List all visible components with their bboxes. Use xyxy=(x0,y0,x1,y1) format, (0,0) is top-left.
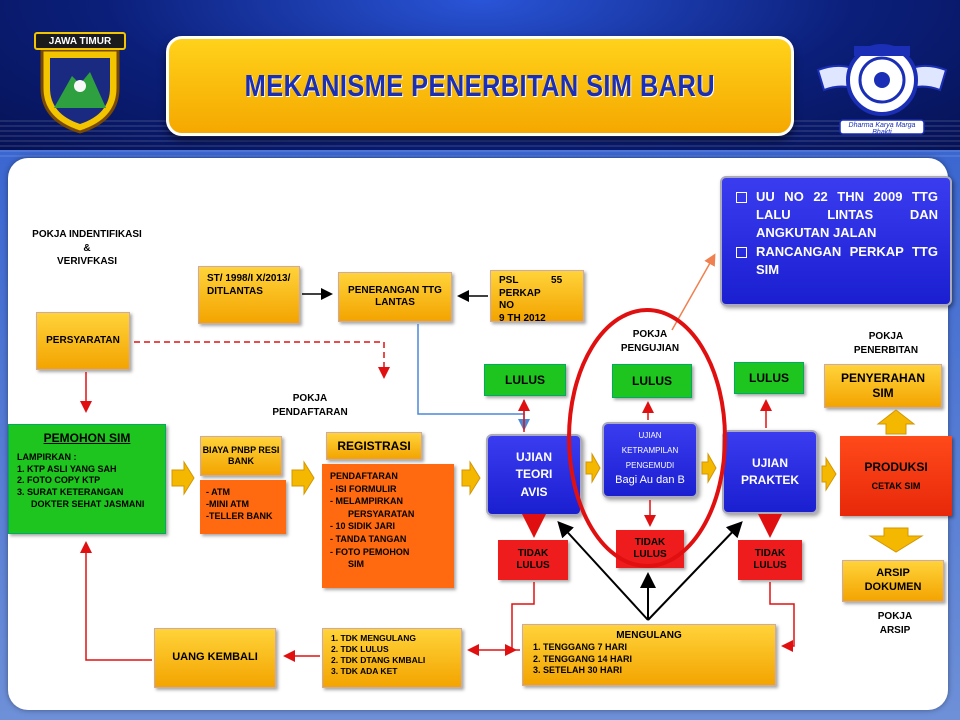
biaya-pnbp-text: BIAYA PNBP RESI BANK xyxy=(202,444,280,466)
lulus-praktek-box: LULUS xyxy=(734,362,804,394)
tdk-line-3: 2. TDK DTANG KMBALI xyxy=(331,655,426,666)
st-ditlantas-box: ST/ 1998/I X/2013/ DITLANTAS xyxy=(198,266,300,324)
penyerahan-sim-text: PENYERAHAN SIM xyxy=(840,371,925,400)
label-pokja-arsip-line2: ARSIP xyxy=(879,624,911,636)
tidak-lulus-ketrampilan-box: TIDAK LULUS xyxy=(616,530,684,568)
arsip-dokumen-box: ARSIP DOKUMEN xyxy=(842,560,944,602)
bank-line-2: -MINI ATM xyxy=(206,499,249,510)
pendaftaran-line-2: - ISI FORMULIR xyxy=(330,483,397,494)
tidak-lulus-praktek-box: TIDAK LULUS xyxy=(738,540,802,580)
mengulang-box: MENGULANG 1. TENGGANG 7 HARI 2. TENGGANG… xyxy=(522,624,776,686)
tidak-lulus-ketrampilan-text: TIDAK LULUS xyxy=(633,536,667,561)
mengulang-line-1: 1. TENGGANG 7 HARI xyxy=(533,642,628,652)
pendaftaran-line-4: PERSYARATAN xyxy=(348,508,415,519)
registrasi-text: REGISTRASI xyxy=(337,438,411,453)
pemohon-sim-box: PEMOHON SIM LAMPIRKAN : 1. KTP ASLI YANG… xyxy=(8,424,166,534)
tidak-lulus-praktek-text: TIDAK LULUS xyxy=(753,547,787,572)
label-pokja-pengujian-line2: PENGUJIAN xyxy=(620,342,680,354)
pemohon-line-4: 3. SURAT KETERANGAN xyxy=(17,487,124,498)
produksi-title: PRODUKSI xyxy=(864,460,928,474)
persyaratan-text: PERSYARATAN xyxy=(46,334,120,346)
pemohon-line-1: LAMPIRKAN : xyxy=(17,452,77,462)
uang-kembali-text: UANG KEMBALI xyxy=(172,651,258,664)
persyaratan-box: PERSYARATAN xyxy=(36,312,130,370)
lulus-ketrampilan-text: LULUS xyxy=(632,373,672,388)
tdk-line-1: 1. TDK MENGULANG xyxy=(331,633,416,643)
ujian-praktek-box: UJIAN PRAKTEK xyxy=(722,430,818,514)
polri-lantas-logo: Dharma Karya Marga Bhakti xyxy=(814,30,950,138)
legal-item-rancangan: RANCANGAN PERKAP TTG SIM xyxy=(734,243,938,279)
penerangan-box: PENERANGAN TTG LANTAS xyxy=(338,272,452,322)
pendaftaran-line-8: SIM xyxy=(348,559,365,570)
tidak-lulus-teori-text: TIDAK LULUS xyxy=(516,547,550,572)
lulus-teori-text: LULUS xyxy=(505,372,545,387)
registrasi-box: REGISTRASI xyxy=(326,432,422,460)
ujian-ketrampilan-small: UJIAN KETRAMPILAN PENGEMUDI xyxy=(621,431,679,471)
psl-box: PSL 55 PERKAP NO 9 TH 2012 xyxy=(490,270,584,324)
pendaftaran-line-5: - 10 SIDIK JARI xyxy=(330,521,396,532)
label-pokja-arsip-line1: POKJA xyxy=(877,611,913,622)
ujian-praktek-text: UJIAN PRAKTEK xyxy=(740,455,799,487)
psl-line2: PERKAP NO xyxy=(499,287,541,312)
pemohon-line-2: 1. KTP ASLI YANG SAH xyxy=(17,463,117,474)
page-title: MEKANISME PENERBITAN SIM BARU xyxy=(244,68,716,103)
arsip-dokumen-text: ARSIP DOKUMEN xyxy=(864,567,922,593)
biaya-pnbp-box: BIAYA PNBP RESI BANK xyxy=(200,436,282,476)
label-pokja-penerbitan: POKJA PENERBITAN xyxy=(836,330,936,357)
psl-line1: PSL 55 xyxy=(499,275,563,286)
pemohon-sim-title: PEMOHON SIM xyxy=(43,431,131,445)
legal-item-uu: UU NO 22 THN 2009 TTG LALU LINTAS DAN AN… xyxy=(734,188,938,243)
jawa-timur-banner: JAWA TIMUR xyxy=(34,32,126,50)
ujian-ketrampilan-box: UJIAN KETRAMPILAN PENGEMUDI Bagi Au dan … xyxy=(602,422,698,498)
pemohon-line-5: DOKTER SEHAT JASMANI xyxy=(31,498,145,509)
bank-line-3: -TELLER BANK xyxy=(206,511,273,522)
tidak-lulus-teori-box: TIDAK LULUS xyxy=(498,540,568,580)
bank-channels-box: - ATM -MINI ATM -TELLER BANK xyxy=(200,480,286,534)
lulus-ketrampilan-box: LULUS xyxy=(612,364,692,398)
pendaftaran-box: PENDAFTARAN - ISI FORMULIR - MELAMPIRKAN… xyxy=(322,464,454,588)
label-pokja-arsip: POKJA ARSIP xyxy=(850,610,940,637)
label-pokja-identifikasi-line3: VERIVFKASI xyxy=(56,256,117,267)
pendaftaran-line-7: - FOTO PEMOHON xyxy=(330,546,410,557)
penyerahan-sim-box: PENYERAHAN SIM xyxy=(824,364,942,408)
label-pokja-penerbitan-line1: POKJA xyxy=(868,331,904,342)
ujian-teori-text: UJIAN TEORI AVIS xyxy=(515,449,553,499)
jawa-timur-label: JAWA TIMUR xyxy=(48,35,112,47)
legal-basis-box: UU NO 22 THN 2009 TTG LALU LINTAS DAN AN… xyxy=(720,176,952,306)
psl-line3: 9 TH 2012 xyxy=(499,312,546,324)
lulus-teori-box: LULUS xyxy=(484,364,566,396)
tdk-reasons-box: 1. TDK MENGULANG 2. TDK LULUS 2. TDK DTA… xyxy=(322,628,462,688)
lulus-praktek-text: LULUS xyxy=(749,370,789,385)
pemohon-line-3: 2. FOTO COPY KTP xyxy=(17,475,101,486)
st-ditlantas-text: ST/ 1998/I X/2013/ DITLANTAS xyxy=(207,273,291,297)
label-pokja-pendaftaran-line2: PENDAFTARAN xyxy=(272,406,348,418)
mengulang-title: MENGULANG xyxy=(616,630,682,641)
label-pokja-pendaftaran-line1: POKJA xyxy=(292,393,328,404)
label-pokja-pengujian: POKJA PENGUJIAN xyxy=(600,328,700,355)
mengulang-line-3: 3. SETELAH 30 HARI xyxy=(533,665,623,676)
ujian-ketrampilan-big: Bagi Au dan B xyxy=(615,473,685,486)
uang-kembali-box: UANG KEMBALI xyxy=(154,628,276,688)
pendaftaran-line-1: PENDAFTARAN xyxy=(330,471,398,481)
tdk-line-4: 3. TDK ADA KET xyxy=(331,666,398,677)
label-pokja-identifikasi: POKJA INDENTIFIKASI & VERIVFKASI xyxy=(12,228,162,269)
penerangan-text: PENERANGAN TTG LANTAS xyxy=(348,284,442,309)
pendaftaran-line-3: - MELAMPIRKAN xyxy=(330,496,403,507)
polri-motto: Dharma Karya Marga Bhakti xyxy=(848,122,916,136)
ujian-teori-box: UJIAN TEORI AVIS xyxy=(486,434,582,516)
bank-line-1: - ATM xyxy=(206,487,230,497)
tdk-line-2: 2. TDK LULUS xyxy=(331,644,389,655)
label-pokja-penerbitan-line2: PENERBITAN xyxy=(853,344,919,356)
label-pokja-identifikasi-line2: & xyxy=(83,242,91,254)
produksi-sub: CETAK SIM xyxy=(871,481,921,491)
produksi-box: PRODUKSI CETAK SIM xyxy=(840,436,952,516)
label-pokja-pengujian-line1: POKJA xyxy=(632,329,668,340)
pendaftaran-line-6: - TANDA TANGAN xyxy=(330,533,407,544)
page-title-box: MEKANISME PENERBITAN SIM BARU xyxy=(166,36,794,136)
jawa-timur-logo: JAWA TIMUR xyxy=(32,28,128,134)
label-pokja-pendaftaran: POKJA PENDAFTARAN xyxy=(250,392,370,419)
label-pokja-identifikasi-line1: POKJA INDENTIFIKASI xyxy=(32,229,142,240)
mengulang-line-2: 2. TENGGANG 14 HARI xyxy=(533,653,633,664)
